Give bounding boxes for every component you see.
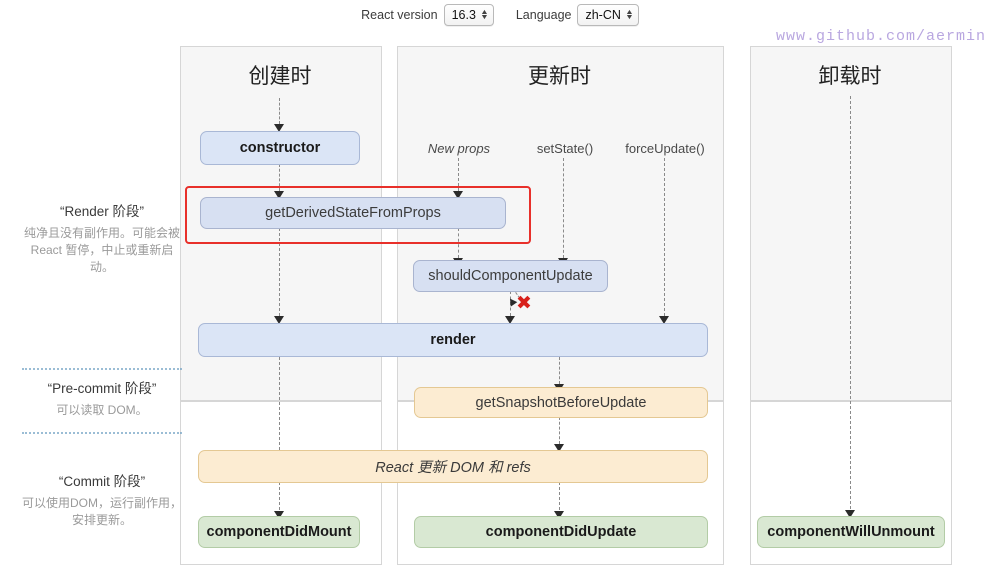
arrow-head-force-update-to-render [659, 316, 669, 324]
node-constructor[interactable]: constructor [200, 131, 360, 165]
arrow-head-scu-to-render [505, 316, 515, 324]
phase-pre-commit: “Pre-commit 阶段” 可以读取 DOM。 [22, 377, 182, 419]
phase-render-desc: 纯净且没有副作用。可能会被 React 暂停，中止或重新启动。 [23, 226, 180, 274]
stepper-up-icon[interactable]: ▲ [625, 8, 634, 16]
trigger-new-props: New props [427, 141, 491, 156]
watermark: www.github.com/aermin [775, 28, 986, 45]
stepper-icon[interactable]: ▲ ▼ [625, 8, 634, 21]
arrow-head-dom-update-to-did-update [554, 511, 564, 519]
node-component-will-unmount[interactable]: componentWillUnmount [757, 516, 945, 548]
phase-commit-desc: 可以使用DOM，运行副作用，安排更新。 [22, 496, 182, 527]
arrow-line-snapshot-to-dom-update [559, 417, 560, 444]
phase-divider-top [22, 368, 182, 370]
phase-commit: “Commit 阶段” 可以使用DOM，运行副作用，安排更新。 [22, 470, 182, 529]
language-control: Language zh-CN ▲ ▼ [516, 4, 639, 26]
react-version-control: React version 16.3 ▲ ▼ [361, 4, 494, 26]
arrow-head-constructor-to-gdsfp [274, 191, 284, 199]
toolbar: React version 16.3 ▲ ▼ Language zh-CN ▲ … [0, 0, 1000, 30]
arrow-line-render-to-snapshot [559, 357, 560, 384]
phase-render: “Render 阶段” 纯净且没有副作用。可能会被 React 暂停，中止或重新… [22, 200, 182, 276]
column-title-mounting: 创建时 [248, 65, 312, 88]
phase-pre-commit-desc: 可以读取 DOM。 [56, 403, 148, 417]
phase-pre-commit-title: “Pre-commit 阶段” [47, 381, 157, 396]
phase-commit-title: “Commit 阶段” [58, 474, 146, 489]
column-title-updating: 更新时 [528, 65, 591, 88]
react-version-label: React version [361, 8, 438, 22]
arrow-head-gdsfp-to-render [274, 316, 284, 324]
arrow-line-new-props-to-gdsfp [458, 158, 459, 191]
false-branch-x-icon: ✖ [516, 292, 532, 314]
stepper-icon[interactable]: ▲ ▼ [480, 8, 489, 21]
arrow-line-set-state-to-scu [563, 158, 564, 258]
stepper-down-icon[interactable]: ▼ [480, 13, 489, 21]
arrow-head-render-to-did-mount [274, 511, 284, 519]
node-get-snapshot-before-update[interactable]: getSnapshotBeforeUpdate [414, 387, 708, 418]
arrow-line-gdsfp-to-render [279, 228, 280, 316]
node-react-updates-dom-and-refs[interactable]: React 更新 DOM 和 refs [198, 450, 708, 483]
node-should-component-update[interactable]: shouldComponentUpdate [413, 260, 608, 292]
arrow-head-new-props-to-gdsfp [453, 191, 463, 199]
node-get-derived-state-from-props[interactable]: getDerivedStateFromProps [200, 197, 506, 229]
phase-render-title: “Render 阶段” [59, 204, 145, 219]
arrow-line-constructor-to-gdsfp [279, 164, 280, 191]
arrow-line-dom-update-to-did-update [559, 482, 560, 515]
node-component-did-update[interactable]: componentDidUpdate [414, 516, 708, 548]
node-component-did-mount[interactable]: componentDidMount [198, 516, 360, 548]
arrow-head-to-will-unmount [845, 510, 855, 518]
react-version-value: 16.3 [451, 7, 476, 22]
phase-divider-bottom [22, 432, 182, 434]
arrow-head-snapshot-to-dom-update [554, 444, 564, 452]
stepper-down-icon[interactable]: ▼ [625, 13, 634, 21]
annotation-red-highlight [185, 186, 531, 244]
trigger-force-update: forceUpdate() [625, 141, 705, 156]
arrow-line-to-will-unmount [850, 96, 851, 514]
arrow-line-force-update-to-render [664, 158, 665, 316]
arrow-line-to-constructor [279, 98, 280, 124]
node-render[interactable]: render [198, 323, 708, 357]
language-select[interactable]: zh-CN ▲ ▼ [577, 4, 639, 26]
arrow-line-scu-to-render [510, 291, 511, 316]
stepper-up-icon[interactable]: ▲ [480, 8, 489, 16]
arrow-line-render-to-did-mount [279, 357, 280, 515]
column-frame-unmounting [750, 400, 952, 565]
react-version-select[interactable]: 16.3 ▲ ▼ [443, 4, 494, 26]
column-panel-unmounting [750, 46, 952, 402]
arrow-head-to-constructor [274, 124, 284, 132]
language-label: Language [515, 8, 572, 22]
column-title-unmounting: 卸载时 [818, 65, 882, 88]
language-value: zh-CN [585, 7, 621, 22]
trigger-set-state: setState() [536, 141, 594, 156]
